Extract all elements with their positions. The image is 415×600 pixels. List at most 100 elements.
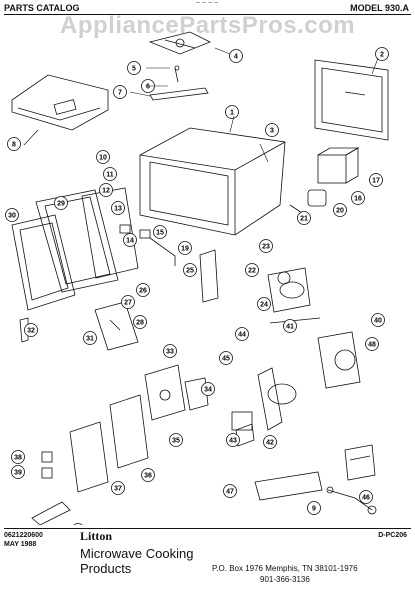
exploded-parts-diagram: 1234567891011121314151617181920212223242… — [5, 31, 389, 525]
callout-2: 2 — [380, 52, 384, 59]
callout-4: 4 — [234, 54, 238, 61]
header-rule — [4, 14, 411, 15]
catalog-title-line2: Products — [80, 561, 132, 576]
callout-3: 3 — [270, 128, 274, 135]
callout-45: 45 — [222, 356, 230, 363]
callout-1: 1 — [230, 110, 234, 117]
brand-logo: Litton — [80, 529, 113, 543]
callout-5-circle — [127, 61, 141, 75]
transformer — [267, 267, 311, 313]
callout-42-circle — [263, 435, 277, 449]
base-plate — [11, 74, 109, 131]
callout-37-circle — [111, 481, 125, 495]
callout-45-circle — [219, 351, 233, 365]
callout-36: 36 — [144, 473, 152, 480]
callout-12: 12 — [102, 188, 110, 195]
callout-24: 24 — [260, 302, 268, 309]
callout-21-circle — [297, 211, 311, 225]
callout-23-circle — [259, 239, 273, 253]
magnetron — [317, 147, 360, 184]
callout-47-circle — [223, 484, 237, 498]
callout-11-circle — [103, 167, 117, 181]
callout-8-circle — [7, 137, 21, 151]
callout-31: 31 — [86, 336, 94, 343]
callout-46-circle — [359, 490, 373, 504]
callout-34-circle — [201, 382, 215, 396]
callout-35: 35 — [172, 438, 180, 445]
power-cord — [269, 317, 321, 324]
callout-44-circle — [235, 327, 249, 341]
callout-32-circle — [24, 323, 38, 337]
callout-27-circle — [121, 295, 135, 309]
callout-34: 34 — [204, 387, 212, 394]
callout-40-circle — [371, 313, 385, 327]
callout-22: 22 — [248, 268, 256, 275]
callout-9-circle — [307, 501, 321, 515]
callout-40: 40 — [374, 318, 382, 325]
header-center-mark: ~ ~ ~ ~ — [196, 0, 219, 7]
page-footer: 0621220600 MAY 1988 Litton Microwave Coo… — [0, 528, 415, 600]
callout-19-circle — [178, 241, 192, 255]
callout-4-circle — [229, 49, 243, 63]
model-label: MODEL 930.A — [350, 3, 409, 13]
callout-38: 38 — [14, 455, 22, 462]
callout-27: 27 — [124, 300, 132, 307]
callout-20: 20 — [336, 208, 344, 215]
outer-cabinet — [139, 127, 286, 236]
callout-12-circle — [99, 183, 113, 197]
callout-23: 23 — [262, 244, 270, 251]
callout-44: 44 — [238, 332, 246, 339]
company-phone: 901-366-3136 — [260, 575, 310, 584]
callout-3-circle — [265, 123, 279, 137]
callout-13: 13 — [114, 206, 122, 213]
callout-7: 7 — [118, 90, 122, 97]
callout-16: 16 — [354, 196, 362, 203]
interlock-switches — [119, 224, 176, 266]
catalog-part-number: 0621220600 — [4, 532, 43, 539]
company-address: P.O. Box 1976 Memphis, TN 38101-1976 — [212, 564, 358, 573]
callout-11: 11 — [106, 172, 114, 179]
callout-10: 10 — [99, 155, 107, 162]
callout-13-circle — [111, 201, 125, 215]
callout-14: 14 — [126, 238, 134, 245]
callout-25-circle — [183, 263, 197, 277]
callout-18-circle — [73, 523, 83, 525]
callout-8: 8 — [12, 142, 16, 149]
door-latch — [94, 301, 139, 351]
knobs — [41, 451, 53, 479]
nameplate — [31, 501, 71, 525]
callout-1-circle — [225, 105, 239, 119]
callout-29: 29 — [57, 201, 65, 208]
callout-17: 17 — [372, 178, 380, 185]
callout-labels: 1234567891011121314151617181920212223242… — [5, 47, 389, 525]
publication-date: MAY 1988 — [4, 541, 37, 548]
document-code: D-PC206 — [378, 532, 407, 539]
footer-rule — [4, 528, 411, 529]
callout-42: 42 — [266, 440, 274, 447]
callout-15-circle — [153, 225, 167, 239]
callout-5: 5 — [132, 66, 136, 73]
callout-43-circle — [226, 433, 240, 447]
callout-30-circle — [5, 208, 19, 222]
callout-46: 46 — [362, 495, 370, 502]
callout-20-circle — [333, 203, 347, 217]
control-panel — [109, 364, 209, 469]
callout-26: 26 — [139, 288, 147, 295]
callout-38-circle — [11, 450, 25, 464]
watermark: AppliancePartsPros.com — [60, 12, 356, 39]
callout-7-circle — [113, 85, 127, 99]
callout-28-circle — [133, 315, 147, 329]
callout-16-circle — [351, 191, 365, 205]
catalog-title-line1: Microwave Cooking — [80, 546, 194, 561]
callout-21: 21 — [300, 216, 308, 223]
callout-35-circle — [169, 433, 183, 447]
callout-25: 25 — [186, 268, 194, 275]
callout-41-circle — [283, 319, 297, 333]
motor-bracket — [149, 65, 209, 101]
callout-36-circle — [141, 468, 155, 482]
control-front-plate — [69, 421, 109, 493]
hv-transformer — [344, 444, 376, 481]
callout-30: 30 — [8, 213, 16, 220]
thermal-cutout — [326, 486, 377, 515]
callout-6: 6 — [146, 84, 150, 91]
